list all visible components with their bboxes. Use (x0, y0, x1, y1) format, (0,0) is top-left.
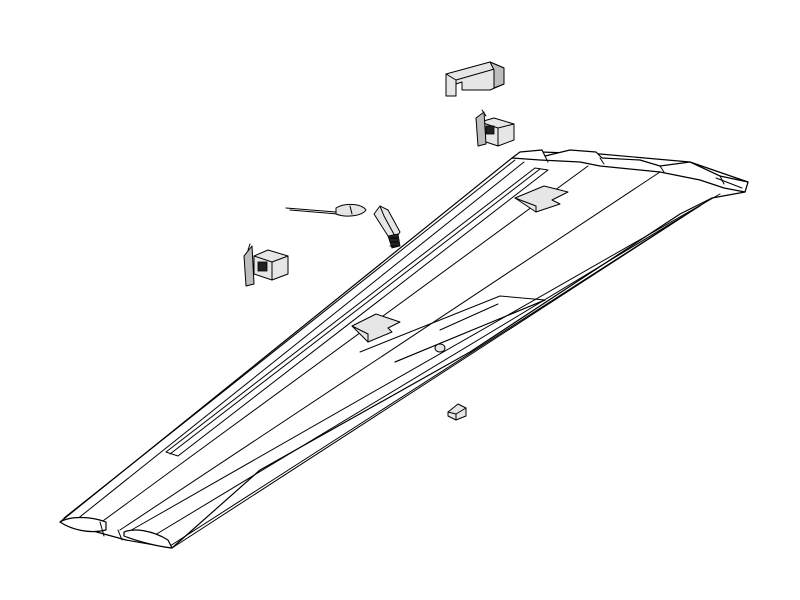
wing-panel (59, 151, 749, 549)
hinge-clip (447, 403, 467, 421)
servo-lower (243, 243, 289, 287)
aileron (359, 295, 546, 363)
servo-bay-outer (514, 185, 569, 213)
control-horn (373, 205, 401, 249)
servo-bracket (445, 61, 505, 97)
servo-bay-inner (351, 313, 401, 343)
wing-tip-cap (511, 149, 749, 193)
root-airfoil (59, 516, 173, 549)
control-horn-slot (434, 343, 446, 353)
pushrod (285, 203, 367, 217)
servo-upper (475, 109, 515, 147)
